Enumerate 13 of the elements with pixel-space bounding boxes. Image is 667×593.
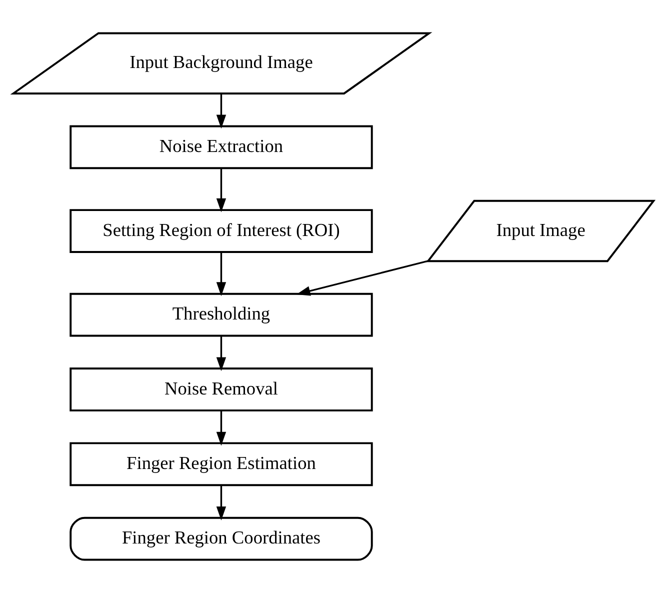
arrow [216,252,226,296]
node-box: Noise Removal [70,368,373,412]
arrow [216,485,226,520]
node-box: Finger Region Estimation [70,442,373,486]
arrow [216,410,226,446]
arrow [216,336,226,372]
node-box: Finger Region Coordinates [70,516,373,561]
node-box: Thresholding [70,292,373,337]
node-box: Noise Extraction [70,125,373,170]
arrow [296,260,428,296]
arrow [216,94,226,129]
arrow [216,168,226,212]
node-box: Setting Region of Interest (ROI) [70,209,373,253]
